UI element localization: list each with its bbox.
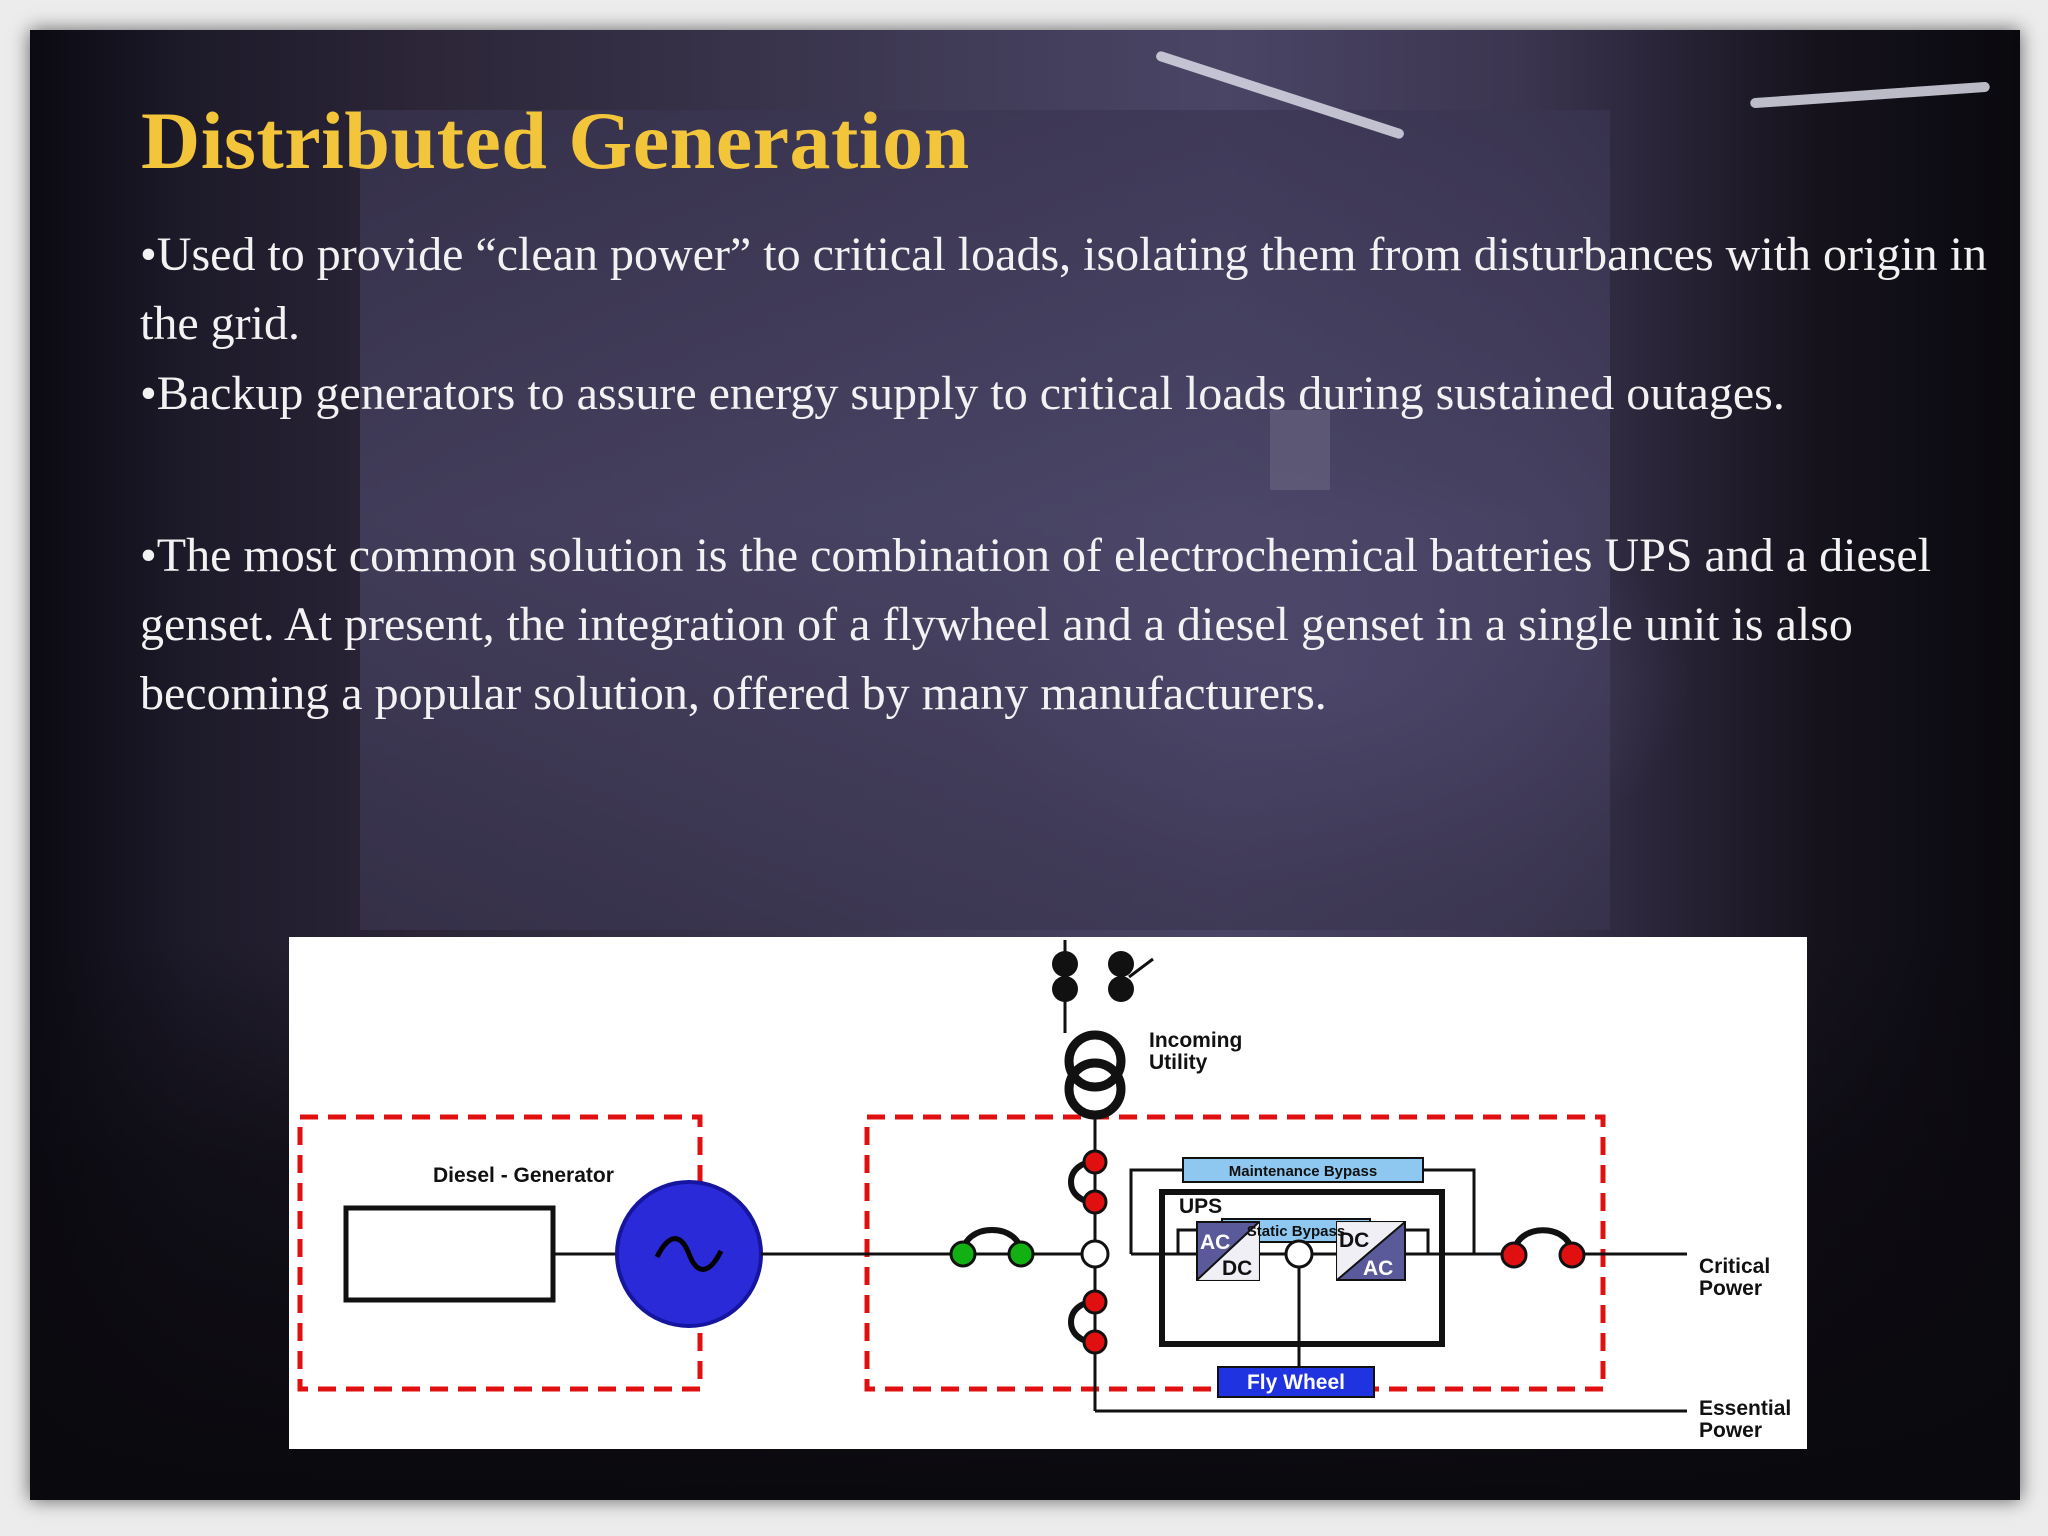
flywheel-box <box>1217 1366 1375 1398</box>
ceiling-light <box>1749 81 1991 109</box>
red-breaker-contact <box>1082 1149 1108 1175</box>
incoming-utility-label: Incoming <box>1149 1029 1242 1052</box>
bullet-clean-power: •Used to provide “clean power” to critic… <box>140 228 1987 350</box>
diesel-engine-box <box>343 1205 556 1303</box>
essential-power-label: Essential <box>1699 1397 1791 1420</box>
inverter-ac-label: AC <box>1363 1257 1393 1280</box>
inverter-dc-label: DC <box>1339 1229 1369 1252</box>
red-breaker-contact <box>1558 1241 1586 1269</box>
rectifier-dc-label: DC <box>1222 1257 1252 1280</box>
red-breaker-contact <box>1082 1329 1108 1355</box>
background-cabinet <box>360 110 1610 930</box>
green-breaker-contact <box>949 1240 977 1268</box>
slide-title: Distributed Generation <box>141 95 970 186</box>
static-bypass-label: Static Bypass <box>1247 1223 1345 1240</box>
sine-wave-icon <box>654 1236 724 1272</box>
rectifier-ac-label: AC <box>1200 1231 1230 1254</box>
maintenance-bypass-label: Maintenance Bypass <box>1229 1163 1377 1180</box>
slide: Distributed Generation •Used to provide … <box>30 30 2020 1500</box>
utility-breaker-contact <box>1108 976 1134 1002</box>
diesel-generator-label: Diesel - Generator <box>433 1164 614 1187</box>
critical-power-label: Power <box>1699 1277 1762 1300</box>
bullet-backup-generators: •Backup generators to assure energy supp… <box>140 367 1785 420</box>
bullet-common-solution: •The most common solution is the combina… <box>140 529 1932 720</box>
red-breaker-contact <box>1082 1189 1108 1215</box>
incoming-utility-label: Utility <box>1149 1051 1208 1074</box>
critical-power-label: Critical <box>1699 1255 1770 1278</box>
flywheel-label: Fly Wheel <box>1247 1371 1345 1394</box>
dc-link-node <box>1284 1239 1314 1269</box>
background-panel-detail <box>1270 410 1330 490</box>
transformer-icon <box>1064 1030 1126 1092</box>
maintenance-bypass-box <box>1182 1157 1424 1183</box>
green-breaker-contact <box>1007 1240 1035 1268</box>
red-breaker-contact <box>1082 1289 1108 1315</box>
ups-diagram: Incoming Utility Diesel - Generator Main… <box>289 937 1807 1449</box>
ups-label: UPS <box>1179 1195 1222 1218</box>
diagram-canvas: Incoming Utility Diesel - Generator Main… <box>297 940 1791 1442</box>
essential-power-label: Power <box>1699 1419 1762 1442</box>
bus-node <box>1080 1239 1110 1269</box>
utility-breaker-contact <box>1108 951 1134 977</box>
red-breaker-contact <box>1500 1241 1528 1269</box>
